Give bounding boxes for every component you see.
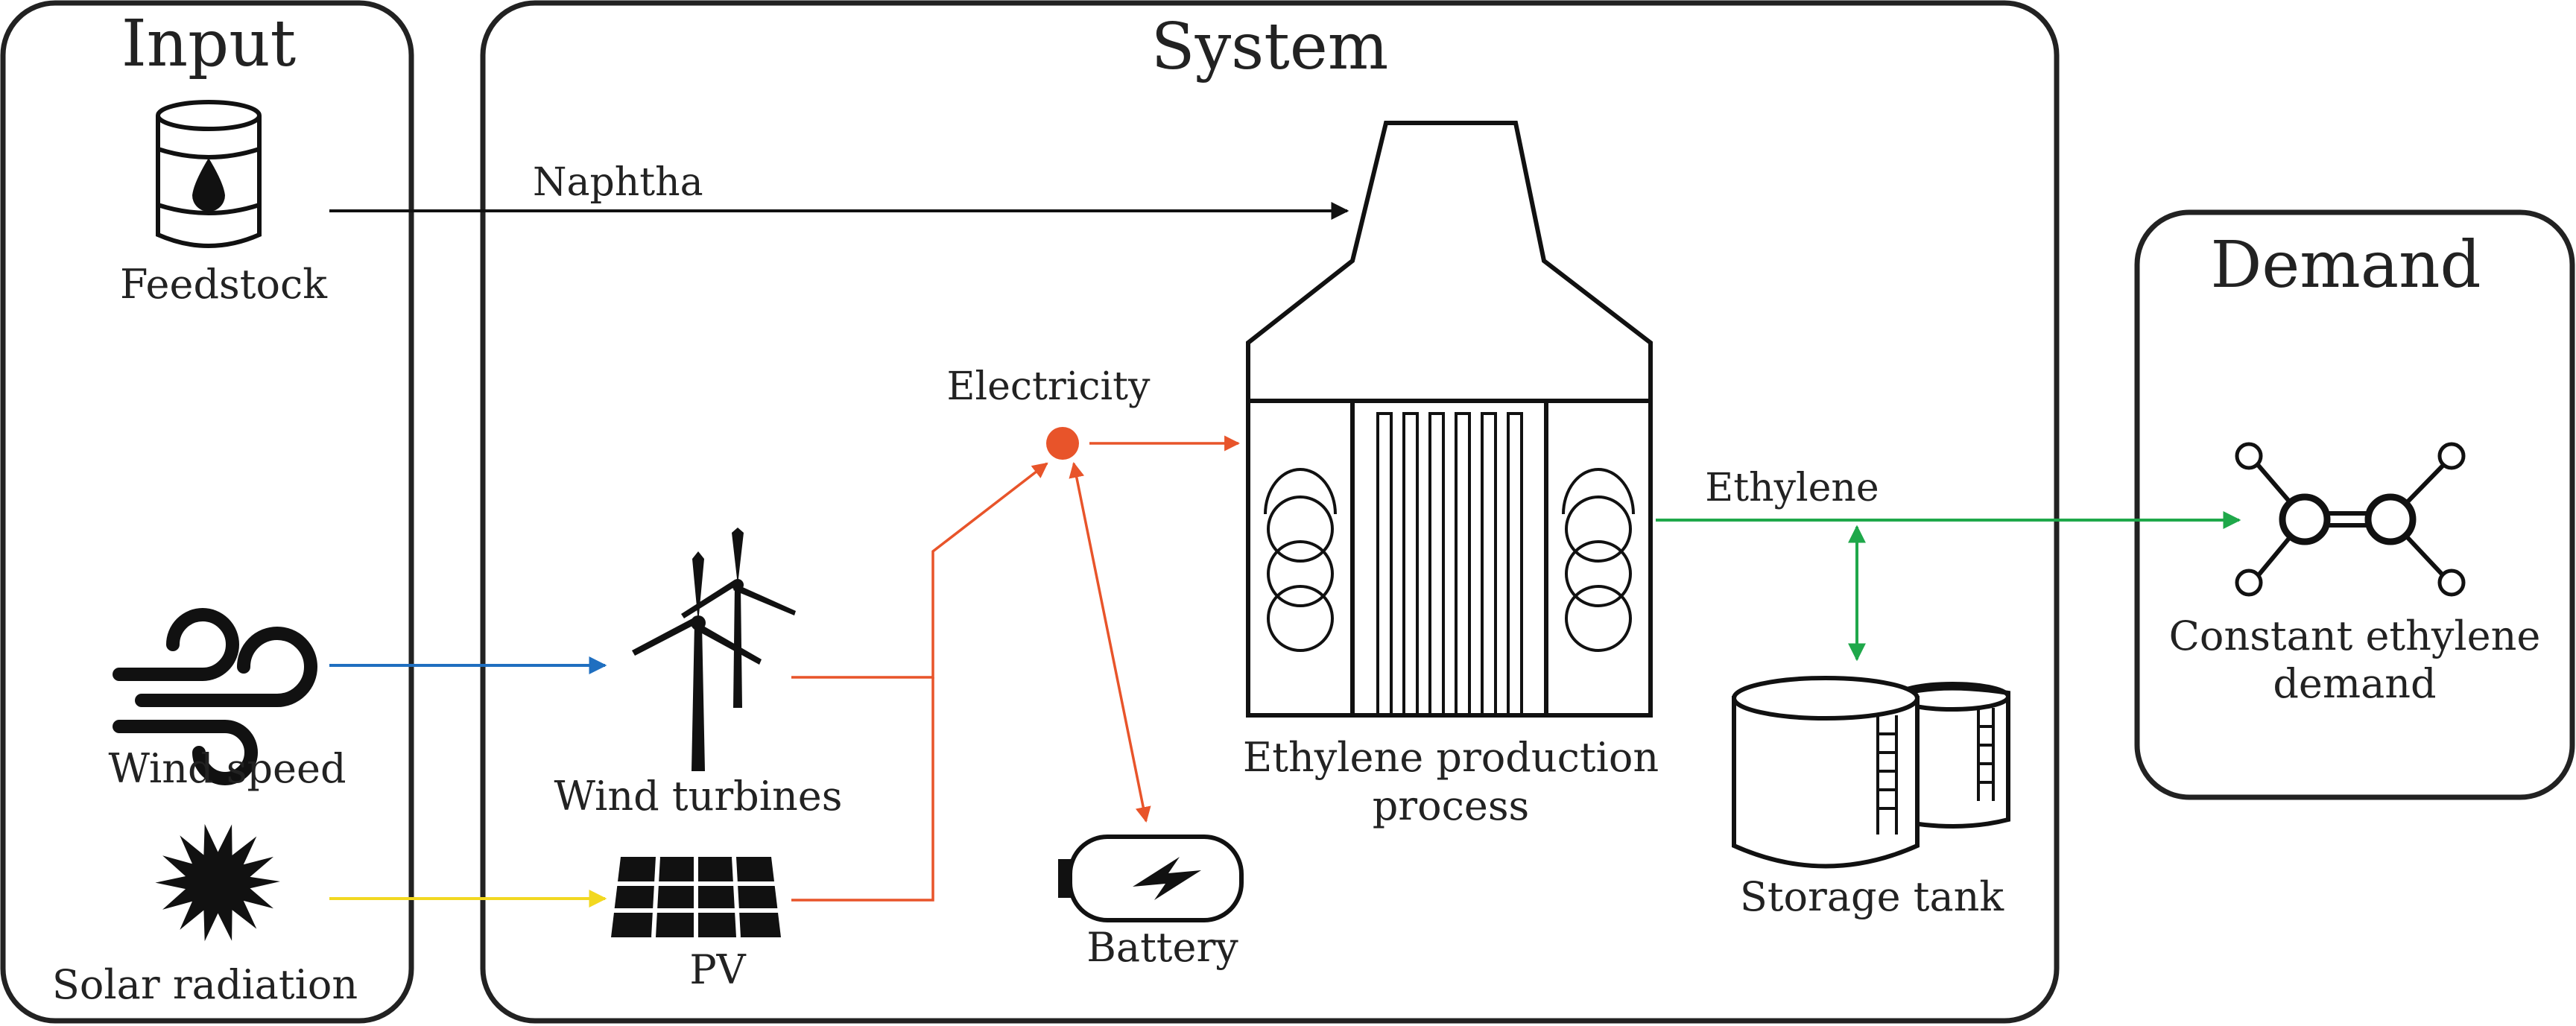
oil-barrel-icon <box>156 100 262 248</box>
storage-tank-label: Storage tank <box>1740 873 2005 920</box>
wind-to-electricity-line <box>791 462 1048 679</box>
pv-to-electricity-line <box>791 677 934 902</box>
solar-radiation-label: Solar radiation <box>52 961 358 1008</box>
input-panel <box>0 0 414 1024</box>
electricity-node-icon <box>1046 427 1079 460</box>
solar-panel-icon <box>611 856 781 938</box>
sun-icon <box>155 823 280 942</box>
wind-icon <box>113 608 317 785</box>
ethylene-label: Ethylene <box>1705 466 1879 510</box>
demand-panel <box>2134 209 2575 800</box>
input-panel-title: Input <box>121 7 296 81</box>
demand-label-line1: Constant ethylene <box>2169 612 2541 659</box>
process-label-line1: Ethylene production <box>1243 734 1659 781</box>
process-label-line2: process <box>1373 782 1530 829</box>
system-panel-title: System <box>1151 10 1389 84</box>
wind-speed-label: Wind speed <box>108 745 346 792</box>
cracker-furnace-icon <box>1246 121 1653 718</box>
pv-label: PV <box>689 946 746 993</box>
battery-label: Battery <box>1086 924 1238 971</box>
wind-turbine-icon <box>632 528 796 771</box>
battery-icon <box>1058 835 1244 922</box>
storage-tank-icon <box>1732 676 2010 869</box>
demand-label-line2: demand <box>2273 660 2436 707</box>
demand-panel-title: Demand <box>2210 228 2481 303</box>
wind-turbines-label: Wind turbines <box>554 773 843 820</box>
ethylene-molecule-icon <box>2235 442 2466 597</box>
naphtha-label: Naphtha <box>533 160 703 205</box>
system-panel <box>480 0 2060 1024</box>
electricity-label: Electricity <box>947 364 1151 409</box>
feedstock-label: Feedstock <box>120 261 328 308</box>
electricity-battery-arrow <box>1069 461 1151 823</box>
